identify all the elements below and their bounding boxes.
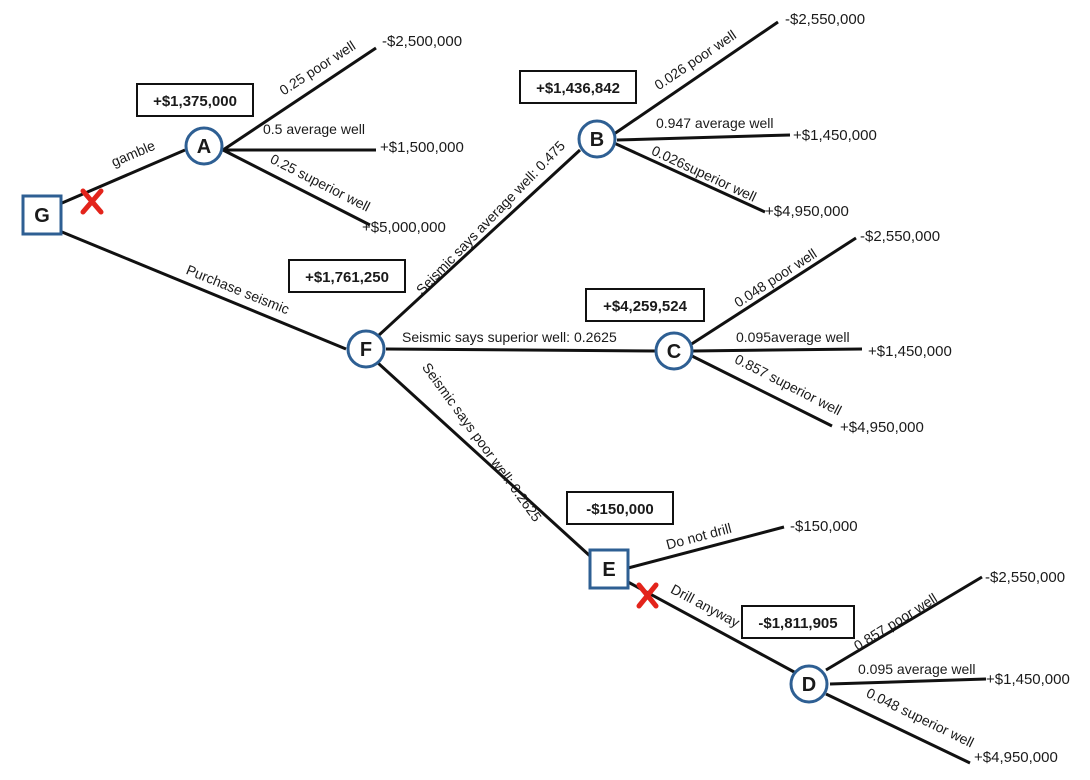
decision-node-g[interactable]: G [21,194,63,236]
branch-label-b-superior: 0.026superior well [649,142,759,205]
chance-node-a[interactable]: A [184,126,224,166]
branch-label-d-poor: 0.857 poor well [851,590,940,654]
payoff-d-superior: +$4,950,000 [974,749,1058,766]
branch-label-f-average: Seismic says average well: 0.475 [413,137,568,297]
edge-b-superior [613,141,766,214]
expected-value-box-d: -$1,811,905 [741,605,855,639]
edge-d-average [829,677,987,686]
edge-f-c [385,347,657,353]
payoff-e-no-drill: -$150,000 [790,518,858,535]
edge-a-poor [222,46,377,152]
payoff-a-poor: -$2,500,000 [382,33,462,50]
expected-value-box-e: -$150,000 [566,491,674,525]
payoff-c-superior: +$4,950,000 [840,419,924,436]
edge-e-drill [627,580,797,675]
edge-c-superior [689,353,833,428]
edge-b-poor [613,20,779,136]
expected-value-box-f: +$1,761,250 [288,259,406,293]
expected-value-a: +$1,375,000 [153,93,237,110]
branch-label-f-superior: Seismic says superior well: 0.2625 [402,329,617,345]
branch-label-b-average: 0.947 average well [656,115,774,131]
payoff-d-poor: -$2,550,000 [985,569,1065,586]
edge-f-b [376,148,582,338]
payoff-c-average: +$1,450,000 [868,343,952,360]
payoff-b-poor: -$2,550,000 [785,11,865,28]
expected-value-b: +$1,436,842 [536,80,620,97]
node-label-c: C [667,341,681,363]
payoff-c-poor: -$2,550,000 [860,228,940,245]
edge-c-poor [689,236,857,347]
branch-label-c-average: 0.095average well [736,329,850,345]
branch-label-a-average: 0.5 average well [263,121,365,137]
chance-node-f[interactable]: F [346,329,386,369]
payoff-a-superior: +$5,000,000 [362,219,446,236]
payoff-b-superior: +$4,950,000 [765,203,849,220]
branch-label-f-poor: Seismic says poor well: 0.2625 [419,360,545,525]
node-label-g: G [34,205,50,227]
payoff-d-average: +$1,450,000 [986,671,1070,688]
branch-label-b-poor: 0.026 poor well [651,27,739,93]
expected-value-box-a: +$1,375,000 [136,83,254,117]
chance-node-c[interactable]: C [654,331,694,371]
payoff-a-average: +$1,500,000 [380,139,464,156]
edge-g-f [61,230,347,351]
edge-f-e [376,361,592,558]
edge-e-no-drill [627,525,785,570]
node-label-b: B [590,129,604,151]
decision-node-e[interactable]: E [588,548,630,590]
expected-value-c: +$4,259,524 [603,298,687,315]
edge-b-average [616,133,791,142]
node-label-f: F [360,339,372,361]
branch-label-c-poor: 0.048 poor well [731,245,819,310]
expected-value-d: -$1,811,905 [758,615,837,632]
node-label-d: D [802,674,816,696]
rejected-branch-marker-drill [636,582,659,609]
edge-d-superior [825,692,971,765]
node-label-a: A [197,136,211,158]
chance-node-d[interactable]: D [789,664,829,704]
edge-a-superior [222,148,371,227]
expected-value-box-c: +$4,259,524 [585,288,705,322]
branch-label-d-average: 0.095 average well [858,661,976,677]
chance-node-b[interactable]: B [577,119,617,159]
rejected-branch-marker-gamble [80,188,104,215]
edge-d-poor [825,575,983,672]
branch-label-e-no-drill: Do not drill [664,520,733,553]
expected-value-f: +$1,761,250 [305,269,389,286]
expected-value-e: -$150,000 [586,501,654,518]
payoff-b-average: +$1,450,000 [793,127,877,144]
edge-c-average [691,347,863,353]
expected-value-box-b: +$1,436,842 [519,70,637,104]
node-label-e: E [602,559,615,581]
